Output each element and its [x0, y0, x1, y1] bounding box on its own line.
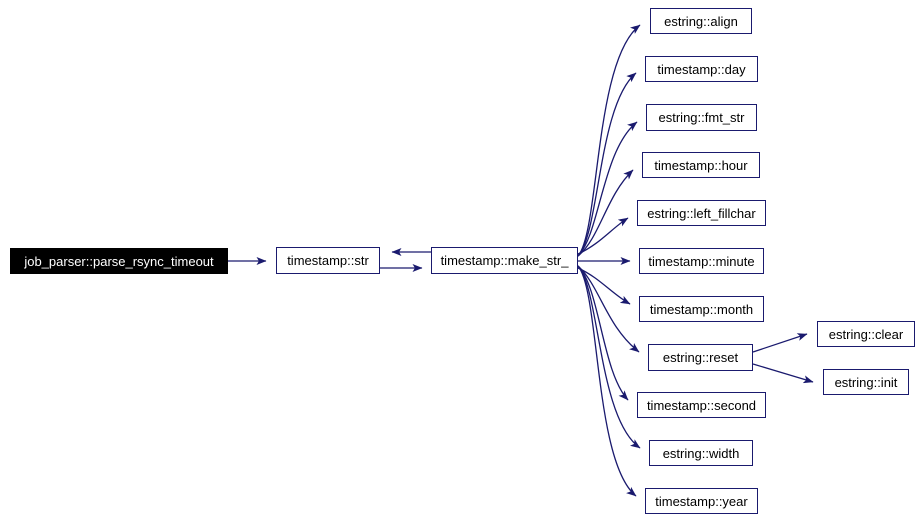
node-label-width: estring::width — [662, 445, 740, 461]
edge-make_str-to-fmt_str — [577, 121, 638, 257]
node-reset[interactable]: estring::reset — [648, 344, 753, 371]
node-month[interactable]: timestamp::month — [639, 296, 764, 322]
node-label-make_str: timestamp::make_str_ — [440, 253, 569, 268]
node-init[interactable]: estring::init — [823, 369, 909, 395]
edge-make_str-to-width — [577, 265, 641, 449]
node-root[interactable]: job_parser::parse_rsync_timeout — [10, 248, 228, 274]
node-second[interactable]: timestamp::second — [637, 392, 766, 418]
edge-make_str-to-reset — [577, 265, 640, 353]
node-label-minute: timestamp::minute — [648, 253, 755, 269]
edge-make_str-to-day — [577, 72, 637, 257]
edge-make_str-to-align — [577, 24, 641, 257]
node-minute[interactable]: timestamp::minute — [639, 248, 764, 274]
node-label-second: timestamp::second — [646, 397, 757, 413]
node-label-hour: timestamp::hour — [654, 157, 748, 173]
node-label-root: job_parser::parse_rsync_timeout — [24, 253, 214, 269]
node-label-reset: estring::reset — [662, 350, 739, 365]
node-label-str: timestamp::str — [287, 253, 369, 268]
node-align[interactable]: estring::align — [650, 8, 752, 34]
node-label-align: estring::align — [664, 13, 738, 29]
edge-make_str-to-second — [577, 265, 629, 401]
edge-reset-to-init — [752, 363, 814, 384]
node-label-day: timestamp::day — [657, 61, 746, 77]
node-label-clear: estring::clear — [828, 326, 904, 342]
node-make_str[interactable]: timestamp::make_str_ — [431, 247, 578, 274]
node-year[interactable]: timestamp::year — [645, 488, 758, 514]
node-label-month: timestamp::month — [649, 301, 754, 317]
edge-make_str-to-year — [577, 265, 637, 497]
node-label-year: timestamp::year — [655, 493, 748, 509]
edge-make_str-to-month — [577, 267, 631, 305]
node-hour[interactable]: timestamp::hour — [642, 152, 760, 178]
edge-make_str-to-hour — [577, 169, 634, 257]
node-label-fmt_str: estring::fmt_str — [658, 110, 745, 125]
node-label-left_fill: estring::left_fillchar — [647, 205, 756, 221]
edge-reset-to-clear — [752, 333, 808, 353]
node-label-init: estring::init — [834, 374, 898, 390]
node-fmt_str[interactable]: estring::fmt_str — [646, 104, 757, 131]
edge-make_str-to-left_fill — [577, 217, 629, 255]
node-left_fill[interactable]: estring::left_fillchar — [637, 200, 766, 226]
node-width[interactable]: estring::width — [649, 440, 753, 466]
node-str[interactable]: timestamp::str — [276, 247, 380, 274]
node-day[interactable]: timestamp::day — [645, 56, 758, 82]
node-clear[interactable]: estring::clear — [817, 321, 915, 347]
